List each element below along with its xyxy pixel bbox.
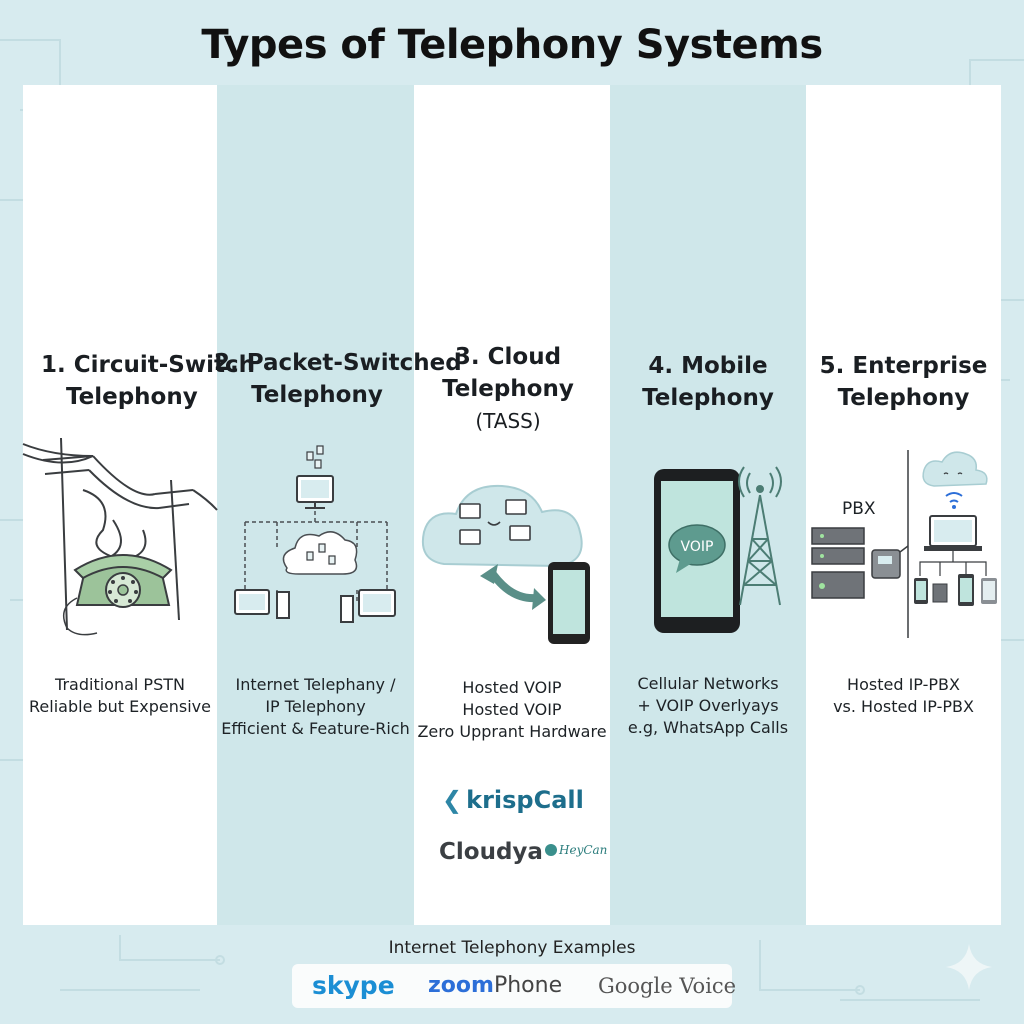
- voip-bubble-label: VOIP: [681, 539, 714, 555]
- smartphone-icon: [548, 562, 590, 644]
- google-voice-logo: Google Voice: [598, 974, 737, 998]
- zoom-phone-logo: zoomPhone: [428, 973, 563, 998]
- heycan-logo: HeyCan: [545, 843, 607, 857]
- server-rack-icon: [811, 527, 865, 599]
- krispcall-mark-icon: ❮: [442, 786, 463, 814]
- examples-label: Internet Telephony Examples: [388, 938, 636, 958]
- cloud-icon: [422, 484, 583, 568]
- cloud-wifi-icon: [922, 451, 988, 509]
- desk-phone-icon: [871, 545, 909, 579]
- monitor-icon-top: [296, 475, 334, 509]
- column-title-cloud: 3. Cloud Telephony (TASS): [442, 344, 574, 433]
- monitor-icon-left: [234, 589, 290, 619]
- heycan-mark-icon: [545, 844, 557, 856]
- packet-network-illustration: [234, 445, 396, 623]
- skype-logo: skype: [312, 971, 395, 1000]
- cell-tower-icon: [738, 466, 782, 606]
- column-title-mobile: 4. Mobile Telephony: [642, 353, 774, 411]
- krispcall-logo: ❮krispCall: [442, 786, 584, 814]
- page-title: Types of Telephony Systems: [201, 22, 823, 68]
- rotary-phone-poles-illustration: [22, 437, 218, 636]
- cloudya-logo: Cloudya: [439, 839, 543, 865]
- enterprise-pbx-illustration: PBX: [811, 450, 997, 638]
- voip-bubble: VOIP: [668, 524, 726, 573]
- cloud-phone-illustration: [422, 484, 590, 644]
- column-panel-enterprise: [806, 85, 1001, 925]
- examples-logo-strip: skype zoomPhone Google Voice: [292, 964, 736, 1008]
- pbx-label: PBX: [842, 499, 876, 519]
- monitor-icon-right: [340, 589, 396, 623]
- column-desc-circuit: Traditional PSTN Reliable but Expensive: [29, 675, 211, 716]
- rotary-phone-icon: [62, 554, 173, 636]
- sparkle-icon: [946, 944, 992, 990]
- laptop-icon: [924, 515, 982, 551]
- column-desc-packet: Internet Telephany / IP Telephony Effici…: [221, 675, 410, 738]
- column-title-packet: 2. Packet-Switched Telephony: [214, 350, 462, 408]
- column-desc-mobile: Cellular Networks + VOIP Overlyays e.g, …: [627, 674, 789, 737]
- column-desc-cloud: Hosted VOIP Hosted VOIP Zero Upprant Har…: [417, 678, 607, 741]
- column-title-circuit: 1. Circuit-Switch Telephony: [41, 352, 255, 410]
- column-desc-enterprise: Hosted IP-PBX vs. Hosted IP-PBX: [833, 675, 974, 716]
- column-title-enterprise: 5. Enterprise Telephony: [819, 353, 988, 411]
- mobile-voip-illustration: VOIP: [654, 466, 782, 633]
